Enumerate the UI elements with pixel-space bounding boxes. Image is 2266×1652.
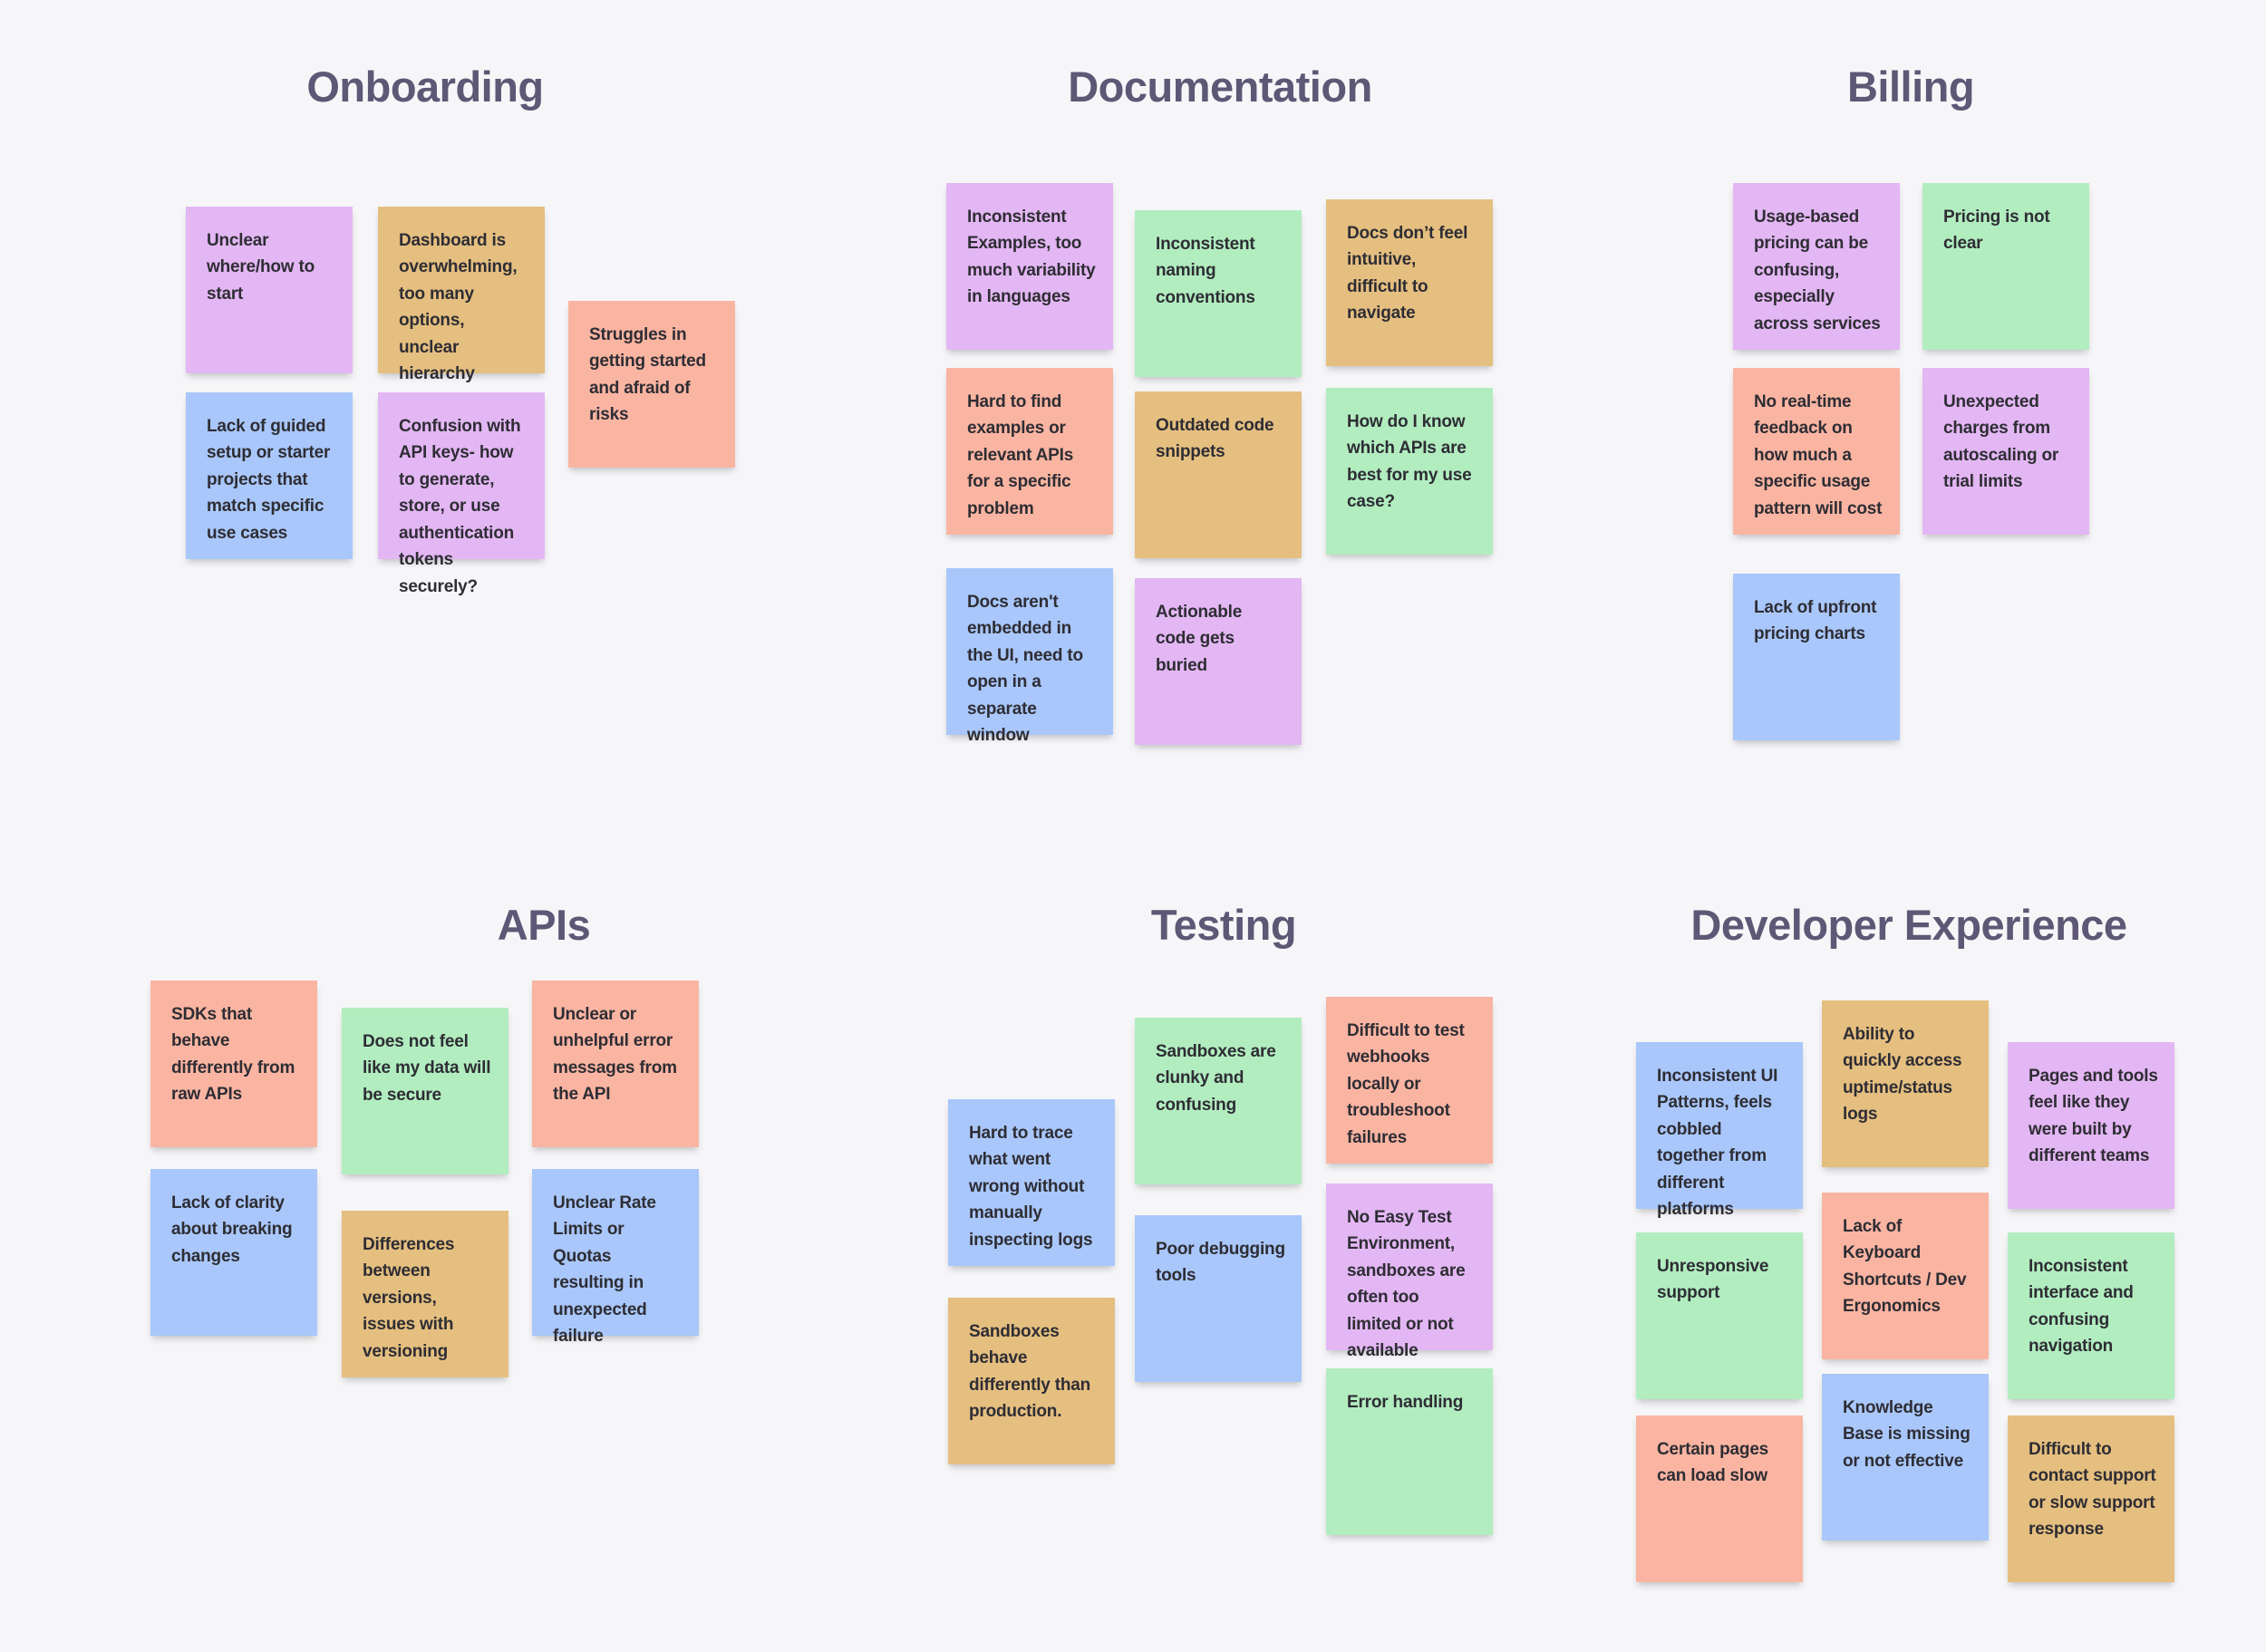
section-title-apis[interactable]: APIs	[497, 901, 591, 949]
sticky-note-text: Outdated code snippets	[1156, 416, 1274, 462]
sticky-note-text: Confusion with API keys- how to generate…	[399, 417, 521, 596]
sticky-note[interactable]: Unexpected charges from autoscaling or t…	[1922, 368, 2089, 535]
sticky-note-text: Differences between versions, issues wit…	[363, 1235, 455, 1361]
sticky-note-text: No Easy Test Environment, sandboxes are …	[1347, 1208, 1466, 1361]
sticky-note-text: Pages and tools feel like they were buil…	[2029, 1067, 2158, 1166]
sticky-note-text: Inconsistent naming conventions	[1156, 235, 1255, 307]
sticky-note[interactable]: Confusion with API keys- how to generate…	[378, 392, 545, 596]
sticky-note-text: Sandboxes behave differently than produc…	[969, 1322, 1091, 1422]
sticky-note-text: Inconsistent Examples, too much variabil…	[967, 208, 1096, 307]
sticky-note-text: Unresponsive support	[1657, 1257, 1769, 1303]
sticky-note-text: Difficult to contact support or slow sup…	[2029, 1440, 2156, 1540]
sticky-note-text: How do I know which APIs are best for my…	[1347, 412, 1472, 512]
sticky-note[interactable]: Error handling	[1326, 1368, 1493, 1535]
sticky-note-text: Unexpected charges from autoscaling or t…	[1943, 392, 2059, 492]
section-title-documentation[interactable]: Documentation	[1068, 63, 1372, 111]
section-title-developer-experience[interactable]: Developer Experience	[1690, 901, 2127, 949]
sticky-note-text: Usage-based pricing can be confusing, es…	[1754, 208, 1881, 333]
sticky-note-text: Struggles in getting started and afraid …	[589, 325, 706, 425]
sticky-note[interactable]: Ability to quickly access uptime/status …	[1822, 1000, 1989, 1167]
sticky-note-text: Lack of guided setup or starter projects…	[207, 417, 331, 543]
sticky-note[interactable]: No Easy Test Environment, sandboxes are …	[1326, 1183, 1493, 1360]
sticky-note[interactable]: Unclear where/how to start	[186, 207, 353, 373]
sticky-note[interactable]: No real-time feedback on how much a spec…	[1733, 368, 1900, 535]
sticky-note-text: No real-time feedback on how much a spec…	[1754, 392, 1883, 518]
sticky-note-text: Actionable code gets buried	[1156, 603, 1243, 675]
sticky-note[interactable]: Inconsistent interface and confusing nav…	[2008, 1232, 2174, 1399]
sticky-note[interactable]: Sandboxes are clunky and confusing	[1135, 1018, 1302, 1184]
sticky-note[interactable]: Unclear Rate Limits or Quotas resulting …	[532, 1169, 699, 1346]
sticky-note[interactable]: Lack of upfront pricing charts	[1733, 574, 1900, 740]
sticky-note-text: SDKs that behave differently from raw AP…	[171, 1005, 295, 1105]
section-title-billing[interactable]: Billing	[1846, 63, 1975, 111]
sticky-note[interactable]: Unresponsive support	[1636, 1232, 1803, 1399]
sticky-note-text: Knowledge Base is missing or not effecti…	[1843, 1398, 1971, 1471]
sticky-note-text: Sandboxes are clunky and confusing	[1156, 1042, 1276, 1115]
sticky-note-text: Unclear Rate Limits or Quotas resulting …	[553, 1193, 656, 1347]
sticky-note-text: Unclear where/how to start	[207, 231, 315, 304]
section-title-testing[interactable]: Testing	[1150, 901, 1297, 949]
sticky-note[interactable]: Inconsistent Examples, too much variabil…	[946, 183, 1113, 350]
sticky-note[interactable]: Sandboxes behave differently than produc…	[948, 1298, 1115, 1464]
sticky-note-text: Lack of upfront pricing charts	[1754, 598, 1877, 644]
sticky-note[interactable]: Difficult to test webhooks locally or tr…	[1326, 997, 1493, 1164]
sticky-note[interactable]: Difficult to contact support or slow sup…	[2008, 1415, 2174, 1582]
sticky-note-text: Docs don’t feel intuitive, difficult to …	[1347, 224, 1468, 324]
sticky-note-text: Lack of clarity about breaking changes	[171, 1193, 293, 1266]
sticky-note[interactable]: Actionable code gets buried	[1135, 578, 1302, 745]
sticky-note-text: Hard to trace what went wrong without ma…	[969, 1124, 1093, 1250]
sticky-note-text: Certain pages can load slow	[1657, 1440, 1769, 1486]
sticky-note-text: Pricing is not clear	[1943, 208, 2050, 254]
sticky-note[interactable]: Inconsistent UI Patterns, feels cobbled …	[1636, 1042, 1803, 1219]
sticky-note[interactable]: Docs aren't embedded in the UI, need to …	[946, 568, 1113, 745]
sticky-note[interactable]: Differences between versions, issues wit…	[342, 1211, 508, 1377]
sticky-note-text: Hard to find examples or relevant APIs f…	[967, 392, 1074, 518]
sticky-note[interactable]: Lack of Keyboard Shortcuts / Dev Ergonom…	[1822, 1193, 1989, 1359]
sticky-note[interactable]: Outdated code snippets	[1135, 391, 1302, 558]
sticky-note[interactable]: Unclear or unhelpful error messages from…	[532, 981, 699, 1147]
sticky-note-text: Poor debugging tools	[1156, 1240, 1285, 1286]
sticky-note-text: Inconsistent UI Patterns, feels cobbled …	[1657, 1067, 1778, 1220]
sticky-note[interactable]: Certain pages can load slow	[1636, 1415, 1803, 1582]
sticky-note-text: Ability to quickly access uptime/status …	[1843, 1025, 1962, 1125]
sticky-note[interactable]: Dashboard is overwhelming, too many opti…	[378, 207, 545, 383]
sticky-note[interactable]: Usage-based pricing can be confusing, es…	[1733, 183, 1900, 350]
section-title-onboarding[interactable]: Onboarding	[306, 63, 544, 111]
sticky-note-text: Error handling	[1347, 1393, 1464, 1412]
sticky-note[interactable]: Poor debugging tools	[1135, 1215, 1302, 1382]
sticky-note[interactable]: Knowledge Base is missing or not effecti…	[1822, 1374, 1989, 1541]
sticky-note-text: Inconsistent interface and confusing nav…	[2029, 1257, 2134, 1357]
sticky-note[interactable]: Hard to find examples or relevant APIs f…	[946, 368, 1113, 535]
sticky-note-text: Docs aren't embedded in the UI, need to …	[967, 593, 1083, 746]
sticky-note-text: Unclear or unhelpful error messages from…	[553, 1005, 677, 1105]
sticky-note[interactable]: Hard to trace what went wrong without ma…	[948, 1099, 1115, 1266]
sticky-note-text: Difficult to test webhooks locally or tr…	[1347, 1021, 1465, 1147]
sticky-note[interactable]: Pricing is not clear	[1922, 183, 2089, 350]
sticky-note[interactable]: Struggles in getting started and afraid …	[568, 301, 735, 468]
sticky-note[interactable]: SDKs that behave differently from raw AP…	[150, 981, 317, 1147]
sticky-note[interactable]: Does not feel like my data will be secur…	[342, 1008, 508, 1174]
sticky-note-text: Dashboard is overwhelming, too many opti…	[399, 231, 518, 384]
sticky-note[interactable]: Inconsistent naming conventions	[1135, 210, 1302, 377]
sticky-note-text: Lack of Keyboard Shortcuts / Dev Ergonom…	[1843, 1217, 1967, 1317]
sticky-note[interactable]: Lack of guided setup or starter projects…	[186, 392, 353, 559]
sticky-note[interactable]: Lack of clarity about breaking changes	[150, 1169, 317, 1336]
sticky-note[interactable]: Pages and tools feel like they were buil…	[2008, 1042, 2174, 1209]
sticky-note[interactable]: How do I know which APIs are best for my…	[1326, 388, 1493, 555]
sticky-note[interactable]: Docs don’t feel intuitive, difficult to …	[1326, 199, 1493, 366]
sticky-note-text: Does not feel like my data will be secur…	[363, 1032, 491, 1105]
